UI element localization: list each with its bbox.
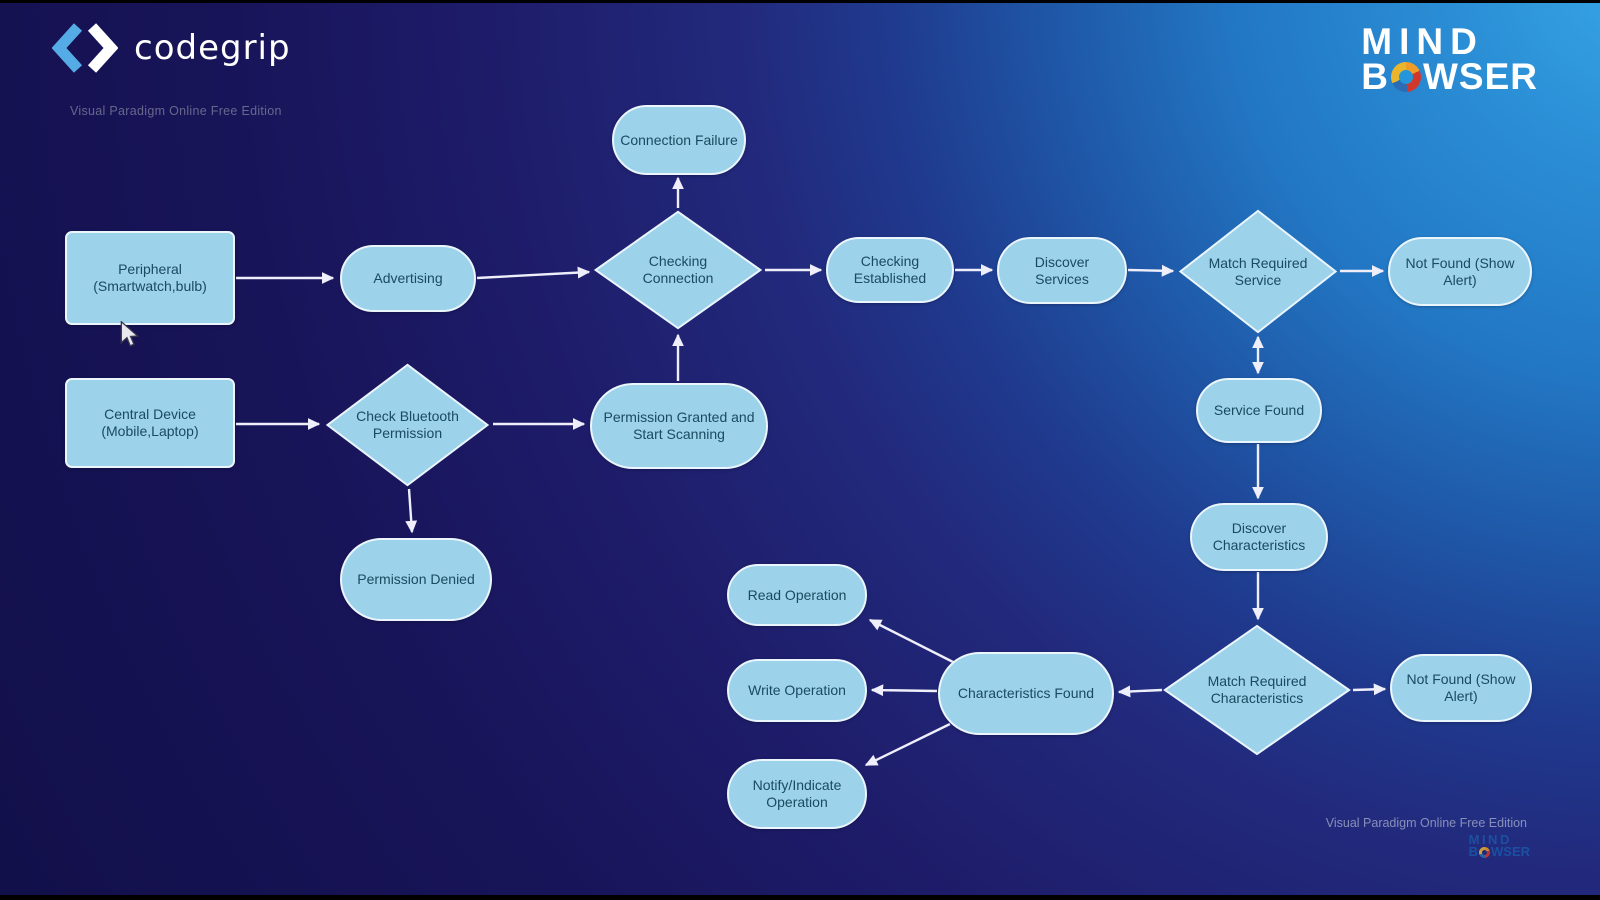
flow-edge-discover-services-to-match-required-service xyxy=(1127,264,1175,277)
flow-node-match-required-characteristics[interactable]: Match Required Characteristics xyxy=(1162,624,1352,756)
flow-node-peripheral[interactable]: Peripheral (Smartwatch,bulb) xyxy=(65,231,235,325)
flow-node-permission-denied[interactable]: Permission Denied xyxy=(340,538,492,621)
mindbowser-line2: B WSER xyxy=(1361,56,1538,98)
diamond-shape xyxy=(593,210,763,330)
flow-node-label: Notify/Indicate Operation xyxy=(752,777,842,810)
flow-node-characteristics-found[interactable]: Characteristics Found xyxy=(938,652,1114,735)
flow-edge-advertising-to-checking-connection xyxy=(476,266,591,280)
flow-edge-match-required-characteristics-to-characteristics-found xyxy=(1117,685,1163,698)
flow-node-label: Checking Connection xyxy=(642,253,714,286)
flow-node-permission-granted[interactable]: Permission Granted and Start Scanning xyxy=(590,383,768,469)
flow-node-read-operation[interactable]: Read Operation xyxy=(727,564,867,626)
mindbowser-small-line1: MIND xyxy=(1468,832,1512,847)
flow-node-service-found[interactable]: Service Found xyxy=(1196,378,1322,443)
flow-node-write-operation[interactable]: Write Operation xyxy=(727,659,867,722)
flow-node-check-bluetooth-permission[interactable]: Check Bluetooth Permission xyxy=(325,363,490,487)
flow-node-label: Check Bluetooth Permission xyxy=(356,408,459,441)
letterbox-top xyxy=(0,0,1600,3)
mindbowser-logo-small: MIND B WSER xyxy=(1468,832,1530,860)
flow-node-label: Not Found (Show Alert) xyxy=(1405,254,1515,288)
flow-node-label: Characteristics Found xyxy=(957,685,1095,702)
flow-node-not-found-service[interactable]: Not Found (Show Alert) xyxy=(1388,237,1532,306)
diamond-shape xyxy=(325,363,490,487)
flow-node-label: Central Device (Mobile,Laptop) xyxy=(101,406,199,439)
flow-node-discover-services[interactable]: Discover Services xyxy=(997,237,1127,304)
mindbowser-b: B xyxy=(1361,56,1389,98)
code-chevrons-icon xyxy=(52,23,118,73)
flow-node-advertising[interactable]: Advertising xyxy=(340,245,476,312)
mindbowser-line1: MIND xyxy=(1361,21,1484,62)
visual-paradigm-watermark-top: Visual Paradigm Online Free Edition xyxy=(70,104,282,118)
flow-node-label: Connection Failure xyxy=(620,131,738,148)
codegrip-logo: codegrip xyxy=(52,20,291,76)
flow-edge-characteristics-found-to-notify-operation xyxy=(864,722,951,767)
flow-node-label: Match Required Characteristics xyxy=(1207,673,1307,706)
flow-node-label: Discover Characteristics xyxy=(1212,520,1306,553)
flow-node-checking-established[interactable]: Checking Established xyxy=(826,237,954,303)
flow-node-checking-connection[interactable]: Checking Connection xyxy=(593,210,763,330)
codegrip-wordmark: codegrip xyxy=(134,28,291,68)
flow-node-label: Write Operation xyxy=(748,682,846,699)
mindbowser-small-b: B xyxy=(1468,844,1478,860)
letterbox-bottom xyxy=(0,895,1600,900)
flow-edge-characteristics-found-to-write-operation xyxy=(870,684,938,697)
flow-edge-characteristics-found-to-read-operation xyxy=(868,618,956,665)
flow-node-label: Service Found xyxy=(1213,402,1305,419)
mindbowser-small-rest: WSER xyxy=(1491,844,1530,860)
flow-edge-check-bluetooth-permission-to-permission-denied xyxy=(405,488,418,534)
flow-node-connection-failure[interactable]: Connection Failure xyxy=(612,105,746,175)
flow-node-label: Peripheral (Smartwatch,bulb) xyxy=(93,261,207,294)
flow-node-label: Match Required Service xyxy=(1208,254,1308,288)
visual-paradigm-watermark-bottom: Visual Paradigm Online Free Edition xyxy=(1325,816,1527,830)
diamond-shape xyxy=(1178,209,1338,334)
mindbowser-small-line2: B WSER xyxy=(1468,844,1530,860)
diamond-shape xyxy=(1162,624,1352,756)
flow-node-notify-operation[interactable]: Notify/Indicate Operation xyxy=(727,759,867,829)
flow-node-label: Discover Services xyxy=(1034,253,1090,287)
flow-node-not-found-characteristics[interactable]: Not Found (Show Alert) xyxy=(1390,654,1532,722)
flow-node-label: Not Found (Show Alert) xyxy=(1406,671,1516,704)
flow-node-label: Checking Established xyxy=(853,253,927,286)
mouse-cursor xyxy=(120,321,140,347)
flow-node-match-required-service[interactable]: Match Required Service xyxy=(1178,209,1338,334)
flow-node-discover-characteristics[interactable]: Discover Characteristics xyxy=(1190,503,1328,571)
flow-node-label: Read Operation xyxy=(747,586,847,603)
swirl-o-icon-small xyxy=(1479,847,1490,859)
flow-edge-match-required-characteristics-to-not-found-characteristics xyxy=(1352,683,1387,696)
mindbowser-logo: MIND B WSER xyxy=(1361,21,1538,98)
flow-node-label: Permission Denied xyxy=(357,571,475,588)
flow-node-label: Permission Granted and Start Scanning xyxy=(603,409,755,442)
mindbowser-rest: WSER xyxy=(1423,56,1538,98)
flow-node-label: Advertising xyxy=(373,270,443,287)
flow-node-central-device[interactable]: Central Device (Mobile,Laptop) xyxy=(65,378,235,468)
swirl-o-icon xyxy=(1391,61,1421,92)
